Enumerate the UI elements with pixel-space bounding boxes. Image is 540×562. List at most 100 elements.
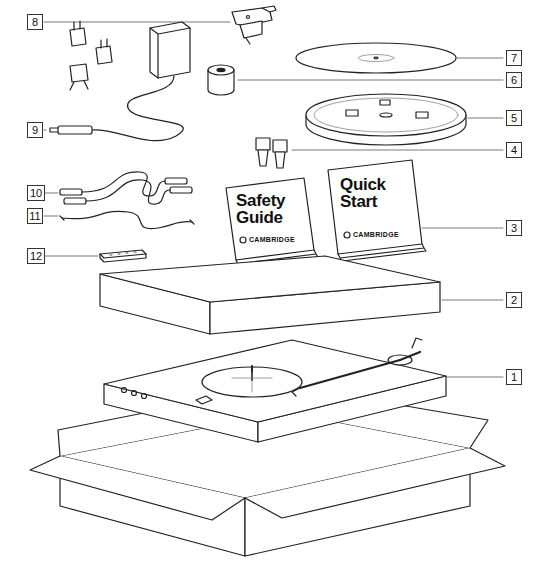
callout-number: 5	[506, 110, 522, 126]
tonearm-headshell	[292, 388, 300, 396]
brand-name: CAMBRIDGE	[249, 236, 295, 244]
rca-plug	[170, 187, 192, 193]
spirit-level	[100, 250, 146, 262]
platter-mat	[296, 43, 456, 73]
stylus-guards	[256, 138, 287, 168]
callout-number: 12	[27, 248, 45, 264]
plug-pins	[101, 39, 107, 48]
leader-line	[468, 118, 503, 119]
callout-number: 8	[27, 14, 43, 30]
cartridge	[240, 21, 262, 38]
guard-tab	[273, 140, 287, 152]
brand-logo	[344, 232, 350, 238]
screw	[247, 16, 250, 19]
leader-line	[447, 377, 503, 378]
safety-guide-booklet	[226, 178, 318, 267]
leader-line	[44, 22, 230, 23]
guard-body	[275, 152, 285, 168]
tonearm-stub	[400, 352, 420, 360]
rca-plug	[60, 189, 82, 195]
adapter-body	[150, 22, 190, 78]
callout-number: 11	[27, 208, 43, 224]
rca-wire	[82, 172, 165, 196]
plug-pins	[74, 21, 80, 30]
arm-rest	[412, 338, 422, 348]
tonearm	[300, 360, 400, 388]
ground-wire-ends	[60, 216, 194, 224]
brand-logo	[240, 237, 246, 243]
platter-hub	[380, 113, 392, 117]
plug-pins	[70, 81, 88, 90]
callout-number: 9	[27, 122, 43, 138]
adapter-edges	[150, 28, 190, 78]
callout-number: 1	[506, 369, 522, 385]
platter-slot	[416, 112, 428, 118]
weight-top	[208, 65, 234, 75]
mat-label-ring	[358, 55, 394, 62]
brand-name: CAMBRIDGE	[353, 231, 399, 239]
quick-start-booklet	[328, 160, 426, 261]
guard-tab	[256, 138, 270, 150]
plug-adapter	[96, 46, 112, 64]
speed-knob	[196, 396, 212, 404]
platter-top	[306, 94, 466, 136]
callout-number: 10	[27, 185, 45, 201]
power-cable	[92, 76, 183, 141]
callout-number: 4	[506, 142, 522, 158]
level-top	[100, 250, 146, 258]
leader-lines	[44, 22, 503, 377]
rca-plug	[165, 178, 187, 184]
dc-plug	[58, 126, 92, 134]
booklet-page	[328, 160, 422, 254]
stylus	[246, 38, 250, 44]
booklet-pages	[338, 244, 426, 261]
control-button	[142, 394, 147, 399]
control-button	[132, 391, 137, 396]
rca-cable	[60, 172, 192, 204]
rca-wire	[86, 180, 170, 204]
box-flap	[30, 456, 245, 520]
plug-adapter	[70, 64, 88, 82]
weight-hole	[217, 68, 225, 71]
dust-cover	[100, 256, 440, 334]
level-ticks	[110, 252, 136, 255]
callout-number: 6	[506, 72, 522, 88]
leader-line	[44, 130, 46, 131]
leader-line	[457, 58, 503, 59]
headshell	[232, 6, 276, 44]
counterweight	[208, 65, 234, 95]
box-flap	[245, 448, 505, 518]
platter-ring	[314, 98, 458, 132]
dc-plug-tip	[50, 128, 58, 132]
ground-wire	[60, 211, 194, 228]
guard-body	[258, 150, 268, 166]
leader-line	[44, 216, 58, 217]
booklet-title: Safety Guide	[236, 192, 302, 226]
leader-line	[442, 300, 503, 301]
mat-disc	[296, 43, 456, 73]
ground-wire-line	[62, 211, 192, 228]
plug-adapter	[70, 28, 86, 46]
cover-top	[100, 256, 440, 302]
rca-plug	[64, 198, 86, 204]
callout-number: 7	[506, 50, 522, 66]
control-button	[122, 388, 127, 393]
mat-hole	[374, 57, 378, 59]
booklet-page	[226, 178, 314, 260]
subplatter	[202, 367, 302, 397]
headshell-finger	[262, 6, 276, 12]
power-supply	[50, 21, 190, 141]
leader-line	[238, 80, 503, 81]
plinth-top	[104, 340, 446, 422]
booklet-title: Quick Start	[340, 176, 410, 210]
platter	[306, 94, 466, 145]
turntable	[104, 338, 446, 442]
platter-slot	[346, 110, 358, 116]
leader-line	[44, 193, 58, 194]
leader-line	[292, 150, 503, 151]
platter-slot	[380, 100, 390, 105]
callout-number: 2	[506, 292, 522, 308]
subplatter-spokes	[232, 372, 272, 392]
